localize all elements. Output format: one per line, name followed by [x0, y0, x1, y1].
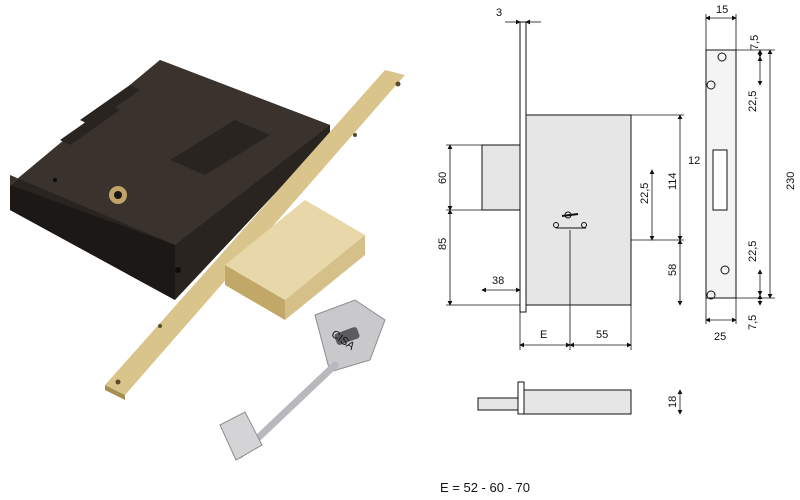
dim-hole-spacing-bottom: 22,5: [747, 241, 759, 262]
dim-faceplate-thickness: 3: [496, 7, 502, 19]
backset-caption: E = 52 - 60 - 70: [440, 480, 530, 495]
dim-backset-label: E: [540, 329, 547, 341]
side-view: [481, 21, 632, 313]
bolt-section: [477, 381, 632, 415]
dim-bolt-projection: 38: [492, 275, 504, 287]
dim-upper-height: 60: [437, 172, 449, 184]
brass-faceplate: [105, 70, 405, 400]
dim-top-hole-offset: 7,5: [749, 35, 761, 50]
technical-drawing: 3 15 7,5 22,5 12 230 22,5 7,5 25 60 85 1…: [437, 4, 797, 415]
dim-key-to-edge: 55: [596, 329, 608, 341]
dim-lower-body: 58: [667, 264, 679, 276]
dim-key-offset: 22,5: [639, 183, 651, 204]
dim-slot-width: 12: [688, 155, 700, 167]
front-view: [705, 49, 737, 300]
lock-photo: CISA: [10, 60, 405, 461]
dim-total-height: 230: [785, 172, 797, 190]
dimension-lines: [446, 14, 775, 415]
key: CISA: [219, 299, 386, 461]
dim-bottom-hole-offset: 7,5: [747, 315, 759, 330]
dim-faceplate-width-bottom: 25: [714, 331, 726, 343]
dim-lower-height: 85: [437, 238, 449, 250]
dim-body-height: 114: [667, 172, 679, 190]
dim-hole-spacing-top: 22,5: [747, 91, 759, 112]
dim-bolt-thickness: 18: [667, 396, 679, 408]
dim-faceplate-width: 15: [716, 4, 728, 16]
lock-bolt: [225, 200, 365, 320]
lock-body: [10, 60, 330, 300]
